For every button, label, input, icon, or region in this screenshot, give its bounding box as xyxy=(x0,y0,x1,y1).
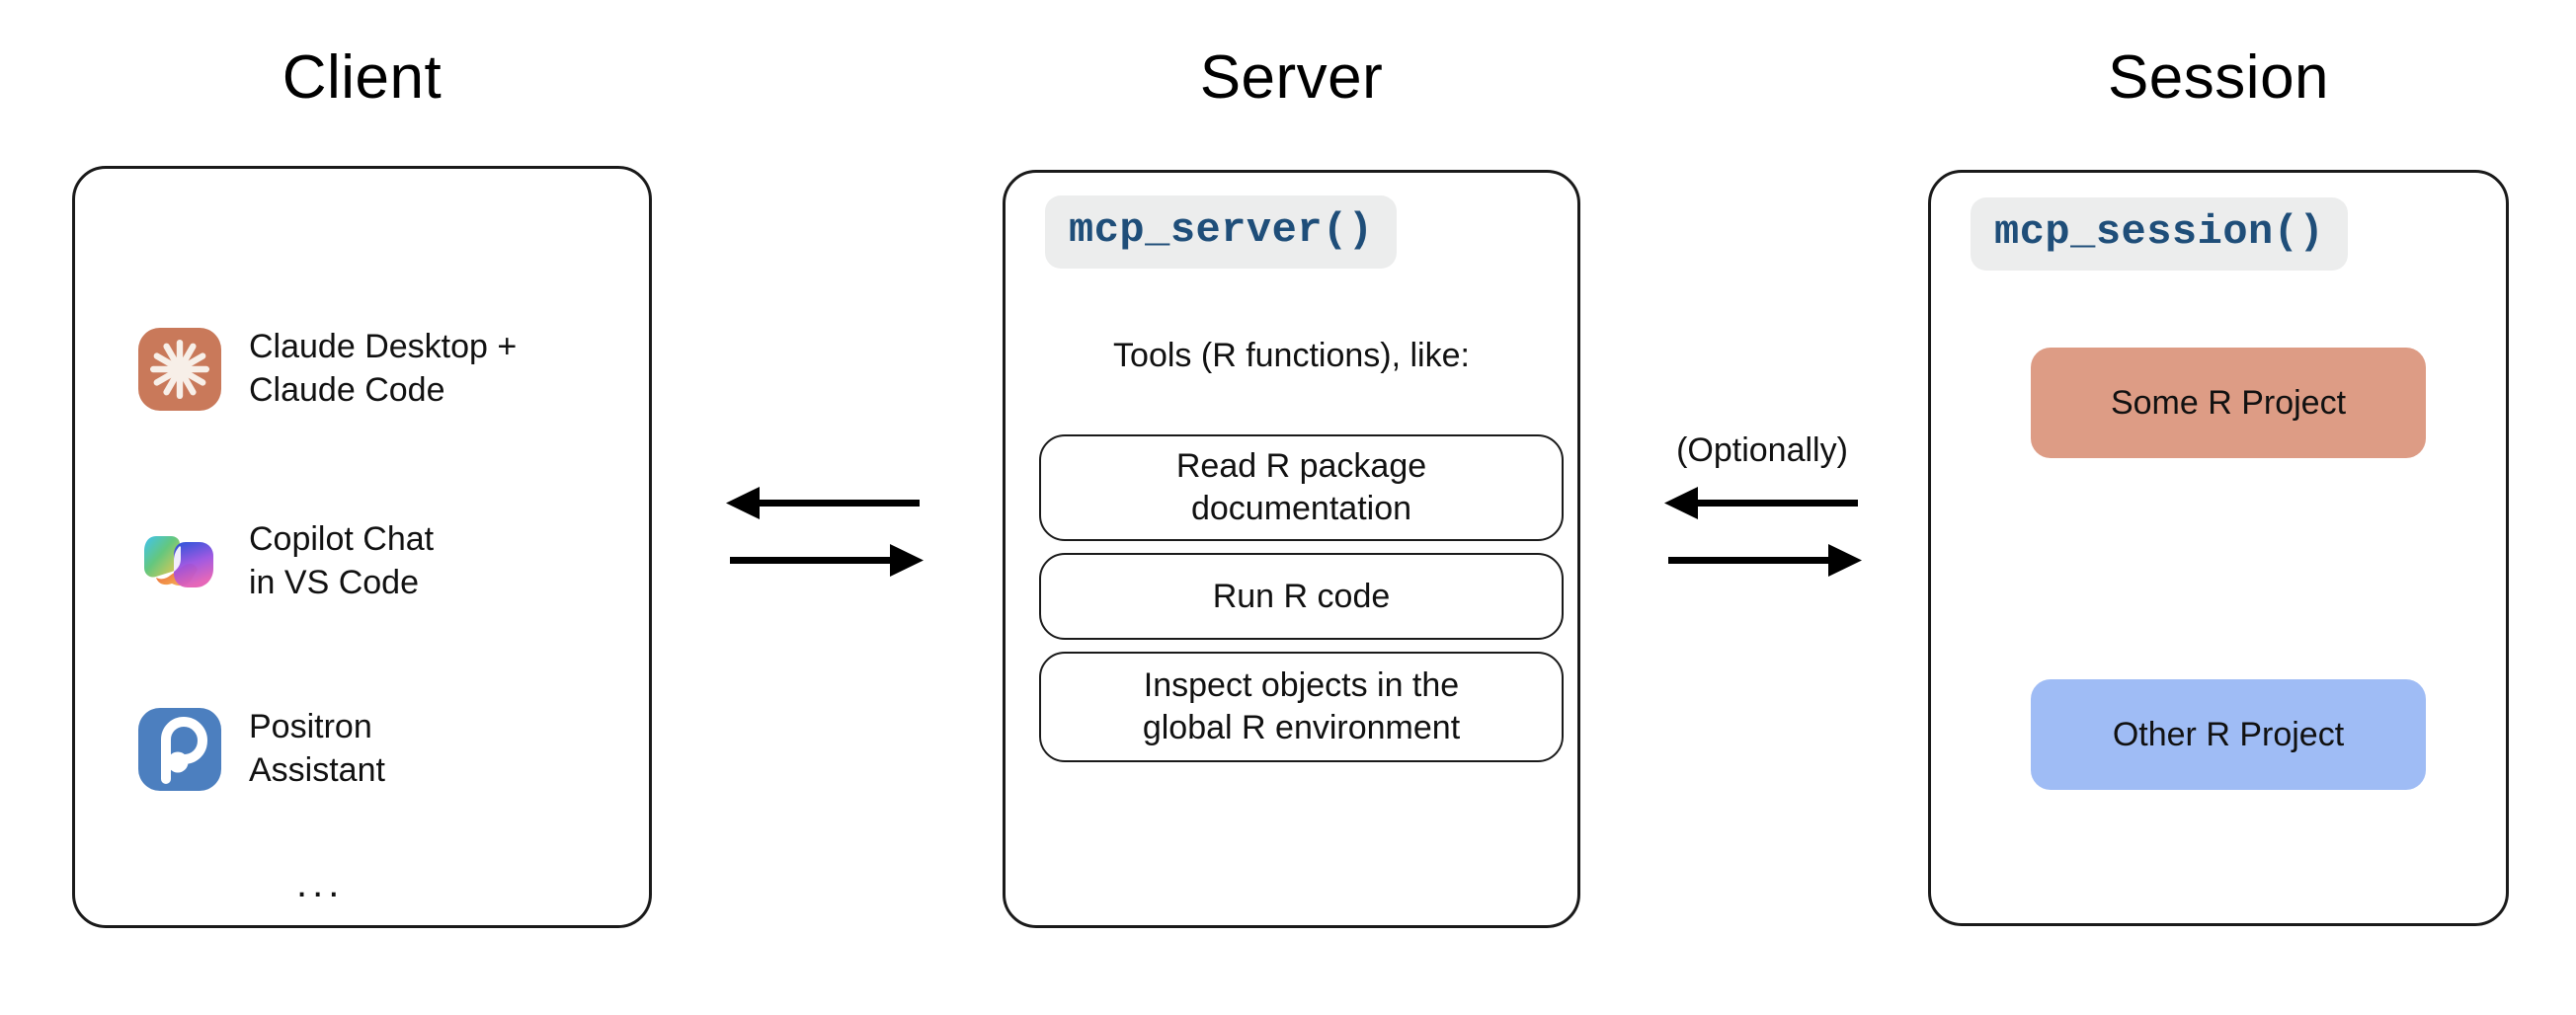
column-title-server: Server xyxy=(1199,43,1384,112)
tool-box[interactable]: Read R package documentation xyxy=(1039,434,1564,541)
client-item-label: Positron Assistant xyxy=(249,708,385,789)
client-item-label: Copilot Chat in VS Code xyxy=(249,520,435,601)
client-item-positron: Positron Assistant xyxy=(138,706,385,792)
positron-icon xyxy=(138,707,221,791)
optionally-label: (Optionally) xyxy=(1676,431,1848,469)
client-item-claude: Claude Desktop + Claude Code xyxy=(138,326,517,412)
server-panel xyxy=(1003,170,1580,928)
arrow-left xyxy=(726,487,920,519)
session-project-box[interactable]: Some R Project xyxy=(2031,348,2426,458)
client-item-copilot: Copilot Chat in VS Code xyxy=(138,518,434,604)
claude-icon xyxy=(138,327,221,411)
arrow-right xyxy=(730,544,924,577)
column-title-session: Session xyxy=(2107,43,2330,112)
arrow-left xyxy=(1664,487,1858,519)
column-title-client: Client xyxy=(282,43,443,112)
client-items-ellipsis: ... xyxy=(296,862,345,905)
tools-caption: Tools (R functions), like: xyxy=(1113,337,1470,374)
tool-box[interactable]: Inspect objects in the global R environm… xyxy=(1039,652,1564,762)
client-server-connector xyxy=(726,484,924,612)
mcp-session-badge: mcp_session() xyxy=(1971,197,2349,271)
server-session-connector xyxy=(1664,484,1862,612)
session-project-box[interactable]: Other R Project xyxy=(2031,679,2426,790)
arrow-right xyxy=(1668,544,1862,577)
copilot-icon xyxy=(138,520,221,603)
client-item-label: Claude Desktop + Claude Code xyxy=(249,328,518,409)
tool-box[interactable]: Run R code xyxy=(1039,553,1564,640)
session-panel xyxy=(1928,170,2509,926)
mcp-server-badge: mcp_server() xyxy=(1045,195,1398,269)
